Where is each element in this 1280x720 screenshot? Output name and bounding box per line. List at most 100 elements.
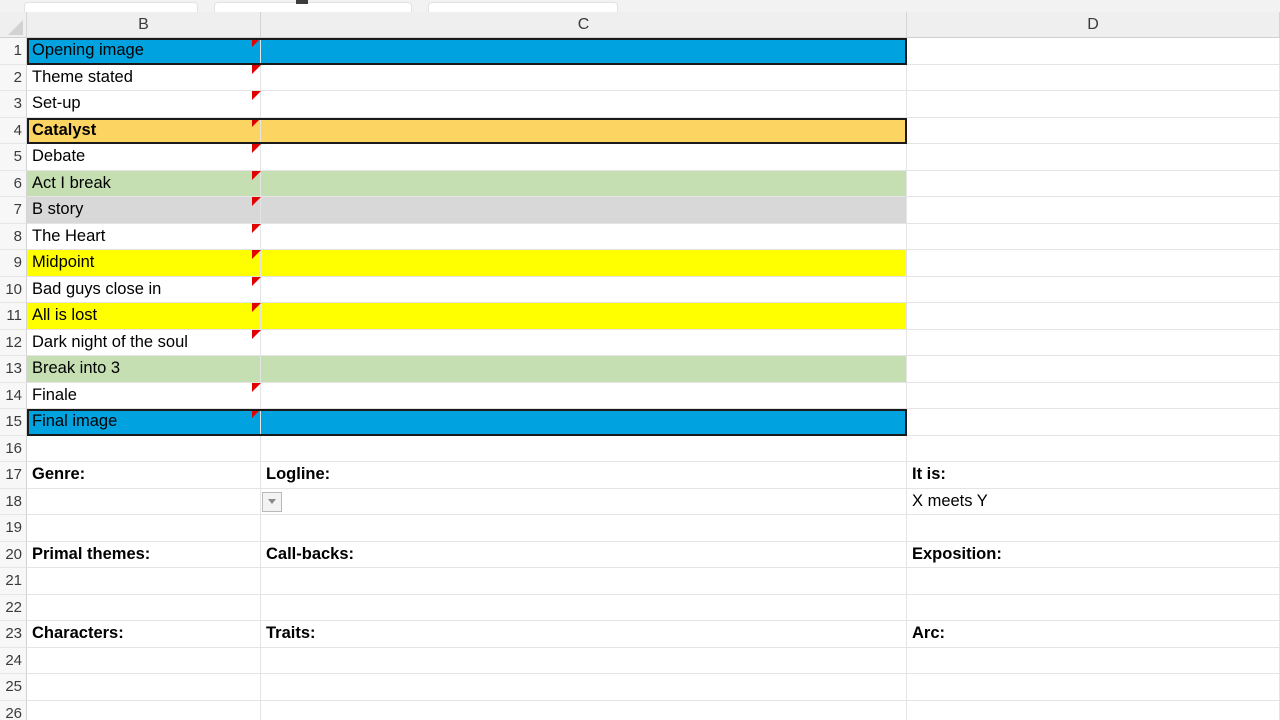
cell-D13[interactable] (907, 356, 1280, 383)
cell-B19[interactable] (27, 515, 261, 542)
sheet-tab-3[interactable] (428, 2, 618, 12)
row-header-9[interactable]: 9 (0, 250, 27, 277)
cell-D7[interactable] (907, 197, 1280, 224)
beat-value-7[interactable] (261, 197, 907, 224)
cell-B25[interactable] (27, 674, 261, 701)
row-header-14[interactable]: 14 (0, 382, 27, 409)
row-header-12[interactable]: 12 (0, 329, 27, 356)
cell-D3[interactable] (907, 91, 1280, 118)
comment-marker-icon[interactable] (252, 382, 261, 392)
cell-C18[interactable] (261, 488, 907, 515)
sheet-tab-1[interactable] (24, 2, 198, 12)
beat-label-9[interactable]: Midpoint (27, 250, 261, 277)
row-header-22[interactable]: 22 (0, 594, 27, 621)
cell-D11[interactable] (907, 303, 1280, 330)
beat-value-3[interactable] (261, 91, 907, 118)
beat-value-15[interactable] (261, 409, 907, 436)
cell-D15[interactable] (907, 409, 1280, 436)
row-header-19[interactable]: 19 (0, 515, 27, 542)
row-header-8[interactable]: 8 (0, 223, 27, 250)
column-header-c[interactable]: C (261, 12, 907, 38)
column-header-b[interactable]: B (27, 12, 261, 38)
row-header-23[interactable]: 23 (0, 621, 27, 648)
cell-B26[interactable] (27, 700, 261, 720)
comment-marker-icon[interactable] (252, 303, 261, 312)
row-header-4[interactable]: 4 (0, 117, 27, 144)
cell-D25[interactable] (907, 674, 1280, 701)
row-header-24[interactable]: 24 (0, 647, 27, 674)
row-header-7[interactable]: 7 (0, 197, 27, 224)
cell-B16[interactable] (27, 435, 261, 462)
row-header-21[interactable]: 21 (0, 568, 27, 595)
form-label-c17[interactable]: Logline: (261, 462, 907, 489)
form-label-d23[interactable]: Arc: (907, 621, 1280, 648)
cell-C19[interactable] (261, 515, 907, 542)
cell-C16[interactable] (261, 435, 907, 462)
form-label-c23[interactable]: Traits: (261, 621, 907, 648)
beat-label-13[interactable]: Break into 3 (27, 356, 261, 383)
comment-marker-icon[interactable] (252, 409, 261, 418)
row-header-18[interactable]: 18 (0, 488, 27, 515)
validation-dropdown-button[interactable] (262, 491, 282, 512)
beat-label-3[interactable]: Set-up (27, 91, 261, 118)
cell-D2[interactable] (907, 64, 1280, 91)
beat-value-4[interactable] (261, 117, 907, 144)
row-header-3[interactable]: 3 (0, 91, 27, 118)
beat-value-1[interactable] (261, 38, 907, 65)
row-header-20[interactable]: 20 (0, 541, 27, 568)
cell-D1[interactable] (907, 38, 1280, 65)
comment-marker-icon[interactable] (252, 38, 261, 47)
form-label-b17[interactable]: Genre: (27, 462, 261, 489)
cell-B22[interactable] (27, 594, 261, 621)
beat-value-8[interactable] (261, 223, 907, 250)
cell-D4[interactable] (907, 117, 1280, 144)
cell-B21[interactable] (27, 568, 261, 595)
row-header-26[interactable]: 26 (0, 700, 27, 720)
form-label-b20[interactable]: Primal themes: (27, 541, 261, 568)
beat-label-8[interactable]: The Heart (27, 223, 261, 250)
beat-label-2[interactable]: Theme stated (27, 64, 261, 91)
beat-value-11[interactable] (261, 303, 907, 330)
form-value-d18[interactable]: X meets Y (907, 488, 1280, 515)
row-header-1[interactable]: 1 (0, 38, 27, 65)
form-label-b23[interactable]: Characters: (27, 621, 261, 648)
beat-label-14[interactable]: Finale (27, 382, 261, 409)
row-header-13[interactable]: 13 (0, 356, 27, 383)
cell-D9[interactable] (907, 250, 1280, 277)
cell-B18[interactable] (27, 488, 261, 515)
comment-marker-icon[interactable] (252, 117, 261, 127)
row-header-2[interactable]: 2 (0, 64, 27, 91)
cell-D21[interactable] (907, 568, 1280, 595)
form-label-d20[interactable]: Exposition: (907, 541, 1280, 568)
beat-value-9[interactable] (261, 250, 907, 277)
cell-D5[interactable] (907, 144, 1280, 171)
cell-C22[interactable] (261, 594, 907, 621)
comment-marker-icon[interactable] (252, 91, 261, 100)
comment-marker-icon[interactable] (252, 329, 261, 339)
select-all-corner[interactable] (0, 12, 27, 38)
beat-value-6[interactable] (261, 170, 907, 197)
comment-marker-icon[interactable] (252, 64, 261, 74)
row-header-5[interactable]: 5 (0, 144, 27, 171)
comment-marker-icon[interactable] (252, 250, 261, 259)
beat-label-7[interactable]: B story (27, 197, 261, 224)
cell-D22[interactable] (907, 594, 1280, 621)
row-header-16[interactable]: 16 (0, 435, 27, 462)
cell-D6[interactable] (907, 170, 1280, 197)
cell-C24[interactable] (261, 647, 907, 674)
beat-label-4[interactable]: Catalyst (27, 117, 261, 144)
cell-D10[interactable] (907, 276, 1280, 303)
beat-label-10[interactable]: Bad guys close in (27, 276, 261, 303)
row-header-15[interactable]: 15 (0, 409, 27, 436)
row-header-11[interactable]: 11 (0, 303, 27, 330)
cell-C26[interactable] (261, 700, 907, 720)
comment-marker-icon[interactable] (252, 276, 261, 286)
row-header-10[interactable]: 10 (0, 276, 27, 303)
comment-marker-icon[interactable] (252, 197, 261, 206)
row-header-17[interactable]: 17 (0, 462, 27, 489)
row-header-6[interactable]: 6 (0, 170, 27, 197)
comment-marker-icon[interactable] (252, 223, 261, 233)
comment-marker-icon[interactable] (252, 144, 261, 153)
beat-label-11[interactable]: All is lost (27, 303, 261, 330)
beat-value-10[interactable] (261, 276, 907, 303)
